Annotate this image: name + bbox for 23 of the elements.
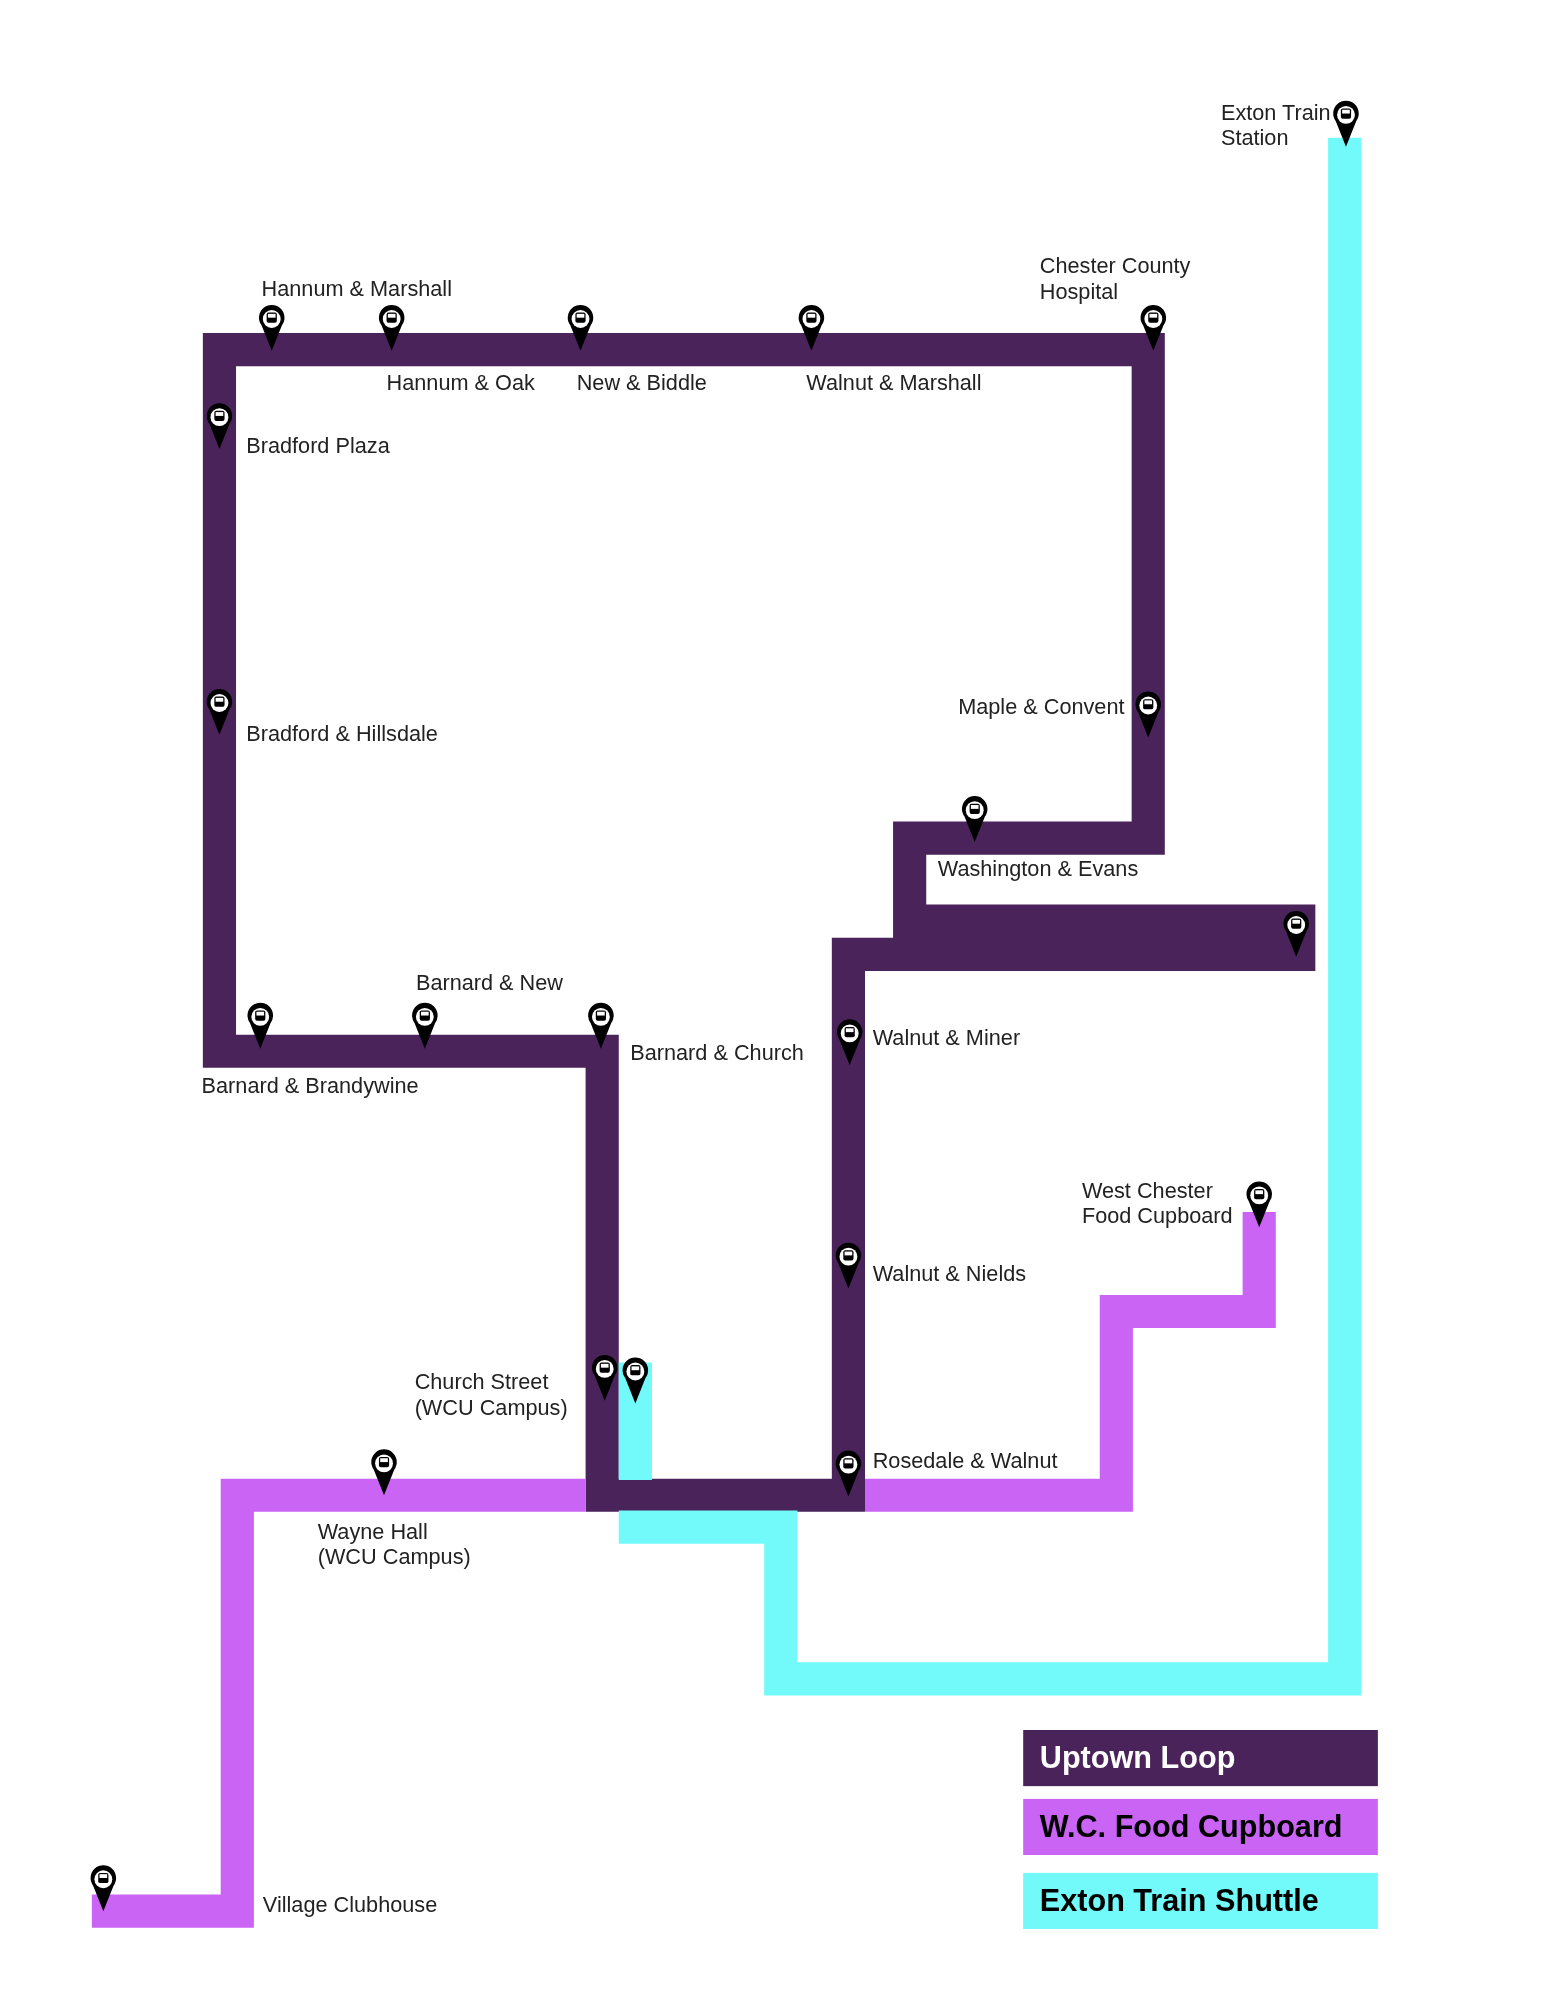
legend-label: W.C. Food Cupboard	[1039, 1810, 1343, 1844]
stop-name: Chester County Hospital	[1039, 253, 1192, 305]
stop-name: Washington & Evans	[937, 857, 1139, 883]
legend-label: Exton Train Shuttle	[1039, 1884, 1319, 1918]
legend-label: Uptown Loop	[1039, 1741, 1236, 1775]
stop-name: Barnard & New	[415, 970, 563, 997]
stop-name: Church Street (WCU Campus)	[414, 1370, 568, 1422]
stop-name: West Chester Food Cupboard	[1081, 1178, 1234, 1230]
stop-name: Wayne Hall (WCU Campus)	[317, 1519, 472, 1571]
stop-name: Maple & Convent	[958, 695, 1125, 721]
stop-name: Walnut & Miner	[872, 1025, 1021, 1052]
stop-name: New & Biddle	[576, 371, 707, 397]
stop-name: Walnut & Nields	[872, 1261, 1027, 1288]
stop-name: Rosedale & Walnut	[872, 1449, 1058, 1475]
stop-name: Village Clubhouse	[262, 1893, 438, 1919]
stop-name: Walnut & Marshall	[806, 371, 982, 397]
stop-name: Bradford & Hillsdale	[246, 722, 438, 748]
stop-name: Barnard & Brandywine	[201, 1074, 419, 1100]
stop-name: Hannum & Oak	[386, 371, 535, 397]
stop-name: Bradford Plaza	[246, 433, 390, 460]
stop-name: Hannum & Marshall	[261, 276, 452, 303]
stop-name: Barnard & Church	[630, 1041, 804, 1067]
stop-name: Exton Train Station	[1220, 100, 1332, 152]
